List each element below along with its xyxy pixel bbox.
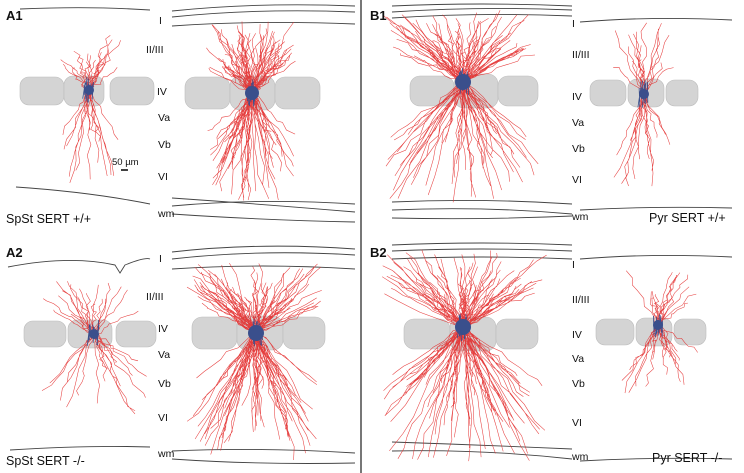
barrels-small bbox=[595, 317, 707, 347]
neuron-a1-right-dendrites bbox=[206, 21, 296, 201]
layer-label: VI bbox=[572, 417, 582, 429]
layer-label: Va bbox=[572, 353, 585, 365]
condition-label: Pyr SERT -/- bbox=[652, 451, 723, 465]
panel-a2: A2 I II/III IV Va Vb VI wm SpSt SERT -/- bbox=[0, 237, 360, 473]
layer-label: II/III bbox=[146, 44, 164, 56]
scale-bar-label: 50 µm bbox=[112, 157, 139, 168]
layer-label: VI bbox=[158, 171, 168, 183]
layer-label: Va bbox=[158, 112, 171, 124]
layer-label: wm bbox=[572, 451, 589, 463]
panel-a1: A1 50 µm I II/III IV Va Vb VI wm SpSt SE… bbox=[0, 0, 360, 236]
layer-label: wm bbox=[572, 211, 589, 223]
panel-b2-art bbox=[381, 242, 733, 462]
layer-label: Vb bbox=[158, 139, 171, 151]
condition-label: SpSt SERT +/+ bbox=[6, 212, 92, 226]
panel-label: B2 bbox=[370, 245, 387, 260]
dendrite-strokes bbox=[383, 10, 539, 203]
dendrite-strokes bbox=[60, 35, 121, 183]
neuron-b1-left-soma bbox=[455, 74, 471, 90]
layer-label: VI bbox=[572, 174, 582, 186]
panel-b2: B2 I II/III IV Va Vb VI wm Pyr SERT -/- bbox=[362, 237, 744, 473]
layer-label: IV bbox=[572, 329, 582, 341]
neuron-a1-right-soma bbox=[245, 86, 259, 100]
panel-b1: B1 I II/III IV Va Vb VI wm Pyr SERT +/+ bbox=[362, 0, 744, 236]
condition-label: SpSt SERT -/- bbox=[6, 454, 85, 468]
layer-label: wm bbox=[158, 448, 175, 460]
barrels-small bbox=[589, 78, 699, 108]
neuron-a2-right-dendrites bbox=[186, 262, 322, 461]
panel-b1-art bbox=[383, 3, 733, 220]
neuron-b2-right-soma bbox=[653, 320, 663, 330]
barrels-small bbox=[19, 75, 155, 107]
panel-label: A2 bbox=[6, 245, 23, 260]
neuron-a1-left-soma bbox=[84, 85, 94, 95]
panel-label: B1 bbox=[370, 8, 387, 23]
layer-label: II/III bbox=[146, 291, 164, 303]
dendrite-strokes bbox=[381, 249, 547, 462]
neuron-a2-left-soma bbox=[89, 329, 99, 339]
layer-label: Va bbox=[158, 349, 171, 361]
layer-label: IV bbox=[157, 86, 167, 98]
neuron-b2-left-soma bbox=[455, 319, 471, 335]
layer-label: IV bbox=[572, 91, 582, 103]
layer-label: Vb bbox=[572, 143, 585, 155]
layer-label: I bbox=[159, 15, 162, 27]
dendrite-strokes bbox=[621, 270, 698, 394]
panel-a2-art bbox=[7, 245, 356, 464]
dendrite-strokes bbox=[41, 281, 147, 415]
layer-label: II/III bbox=[572, 49, 590, 61]
panel-divider bbox=[360, 0, 362, 473]
layer-label: I bbox=[572, 18, 575, 30]
layer-label: I bbox=[572, 259, 575, 271]
layer-boundaries bbox=[391, 242, 733, 462]
layer-label: IV bbox=[158, 323, 168, 335]
panel-label: A1 bbox=[6, 8, 23, 23]
layer-boundaries bbox=[391, 3, 733, 220]
layer-label: Vb bbox=[158, 378, 171, 390]
dendrite-strokes bbox=[613, 22, 674, 187]
neuron-a2-right-soma bbox=[248, 325, 264, 341]
layer-label: VI bbox=[158, 412, 168, 424]
condition-label: Pyr SERT +/+ bbox=[649, 211, 726, 225]
layer-label: II/III bbox=[572, 294, 590, 306]
layer-label: Vb bbox=[572, 378, 585, 390]
panel-a1-art bbox=[15, 4, 356, 223]
dendrite-strokes bbox=[186, 262, 322, 461]
neuron-b1-right-soma bbox=[639, 89, 649, 99]
neuron-b2-left-dendrites bbox=[381, 249, 547, 462]
layer-label: wm bbox=[158, 208, 175, 220]
layer-boundaries bbox=[7, 245, 356, 464]
layer-label: Va bbox=[572, 117, 585, 129]
dendrite-strokes bbox=[206, 21, 296, 201]
layer-boundaries bbox=[15, 4, 356, 223]
layer-label: I bbox=[159, 253, 162, 265]
